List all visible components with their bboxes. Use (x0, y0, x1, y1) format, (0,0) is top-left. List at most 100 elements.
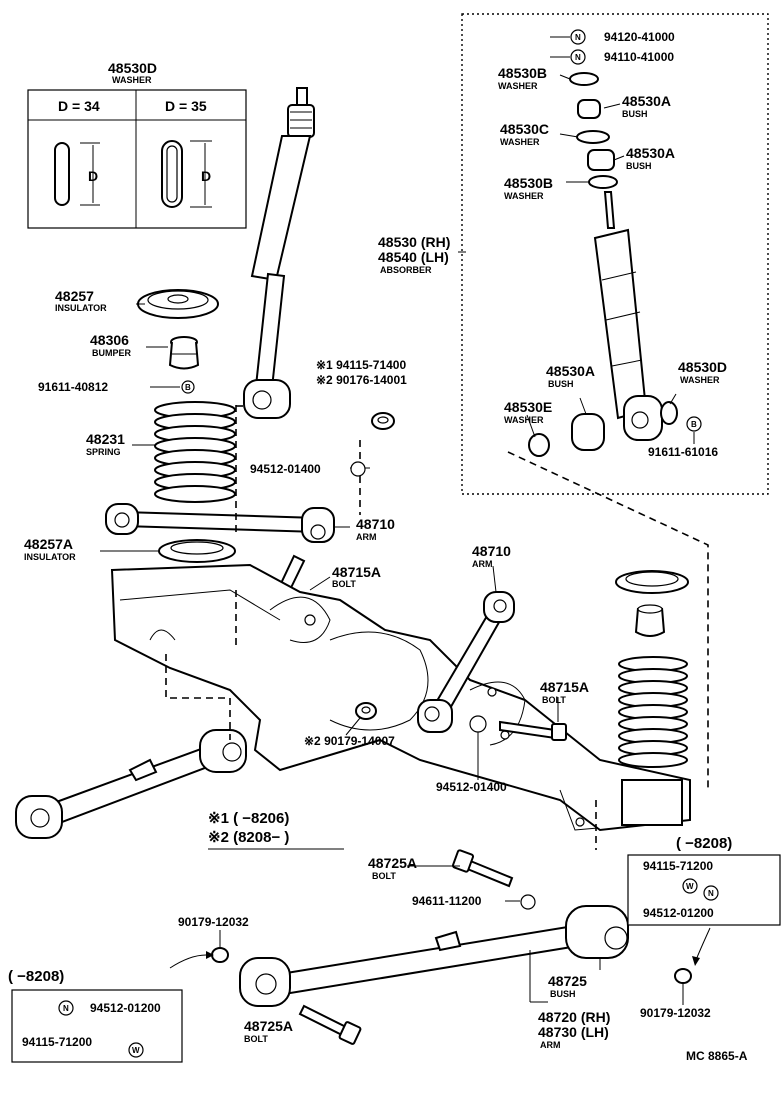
inset-absorber (528, 29, 702, 457)
label-insulator-top-name: INSULATOR (55, 303, 107, 313)
inset-washer-c-no: 48530C (500, 121, 549, 137)
bolt-b-letter: B (185, 383, 191, 392)
coil-spring-left (154, 401, 236, 503)
coil-spring-right (615, 570, 689, 768)
label-bush-48725-no: 48725 (548, 973, 587, 989)
box-right-w: W (686, 882, 694, 891)
washer-94611 (520, 894, 536, 910)
inset-absorber-rh: 48530 (RH) (378, 234, 450, 250)
label-bush-48725-name: BUSH (550, 989, 576, 999)
inset-bush-a1-name: BUSH (622, 109, 648, 119)
footer-code: MC 8865-A (686, 1049, 748, 1063)
label-nut-90179-12032-right: 90179-12032 (640, 1006, 711, 1020)
inset-bush-a3-no: 48530A (546, 363, 595, 379)
inset-washer-c-name: WASHER (500, 137, 540, 147)
table-header-d35: D = 35 (165, 98, 207, 114)
nut-90179-12032-left (211, 947, 229, 963)
inset-bush-a2-name: BUSH (626, 161, 652, 171)
note-2: ※2 (8208− ) (208, 829, 289, 846)
label-arm-low-name: ARM (540, 1040, 561, 1050)
washer-table-part-name: WASHER (112, 75, 152, 85)
washer-dimension-table: 48530D WASHER D = 34 D = 35 D D (27, 60, 247, 229)
box-right-range: ( −8208) (676, 835, 732, 852)
bolt-b-symbol-left (181, 380, 195, 394)
shock-absorber-main (243, 87, 315, 419)
label-washer-94512: 94512-01400 (250, 462, 321, 476)
upper-control-arm-right (417, 591, 515, 733)
bolt-48725a-lower (298, 1004, 362, 1045)
bolt-48725a-upper (451, 849, 514, 888)
label-arm-right-no: 48710 (472, 543, 511, 559)
label-spring-name: SPRING (86, 447, 121, 457)
label-bolt-91611: 91611-40812 (38, 380, 108, 394)
upper-control-arm-left (105, 503, 335, 543)
box-right-p1: 94115-71200 (643, 859, 713, 873)
label-bolt-48725a-name: BOLT (372, 871, 396, 881)
washer-w-symbol (350, 461, 366, 477)
label-spring-no: 48231 (86, 431, 125, 447)
inset-washer-b1-name: WASHER (498, 81, 538, 91)
box-left (11, 989, 183, 1063)
bolt-48715a-right (499, 720, 567, 741)
label-bolt-right-name: BOLT (542, 695, 566, 705)
label-bolt-48725a-no: 48725A (368, 855, 417, 871)
dim-d-right: D (201, 168, 211, 184)
inset-bush-a1-no: 48530A (622, 93, 671, 109)
label-insulator-low-no: 48257A (24, 536, 73, 552)
washer-table-part-no: 48530D (108, 60, 157, 76)
box-left-w: W (132, 1046, 140, 1055)
label-washer-94512-b: 94512-01400 (436, 780, 507, 794)
nut-upper-shock (371, 412, 395, 430)
label-bolt-48725a-low-name: BOLT (244, 1034, 268, 1044)
washer-w-right-arm (469, 715, 487, 733)
absorber-detail-inset (461, 13, 769, 495)
box-right (627, 854, 781, 926)
label-bumper-no: 48306 (90, 332, 129, 348)
rear-axle-housing (110, 563, 691, 832)
box-left-p1: 94512-01200 (90, 1001, 161, 1015)
label-nut1-line2: ※2 90176-14001 (316, 373, 407, 387)
nut-90179-14007 (355, 702, 377, 720)
box-left-range: ( −8208) (8, 968, 64, 985)
label-nut-90179-12032-left: 90179-12032 (178, 915, 249, 929)
label-nut1-line1: ※1 94115-71400 (316, 358, 406, 372)
label-washer-94611: 94611-11200 (412, 894, 482, 908)
inset-absorber-name: ABSORBER (380, 265, 432, 275)
label-arm-upper-name: ARM (356, 532, 377, 542)
label-bumper-name: BUMPER (92, 348, 132, 358)
box-left-p2: 94115-71200 (22, 1035, 92, 1049)
inset-absorber-lh: 48540 (LH) (378, 249, 449, 265)
label-bolt-48725a-low-no: 48725A (244, 1018, 293, 1034)
label-bolt-a-name: BOLT (332, 579, 356, 589)
label-insulator-top-no: 48257 (55, 288, 94, 304)
label-bolt-a-no: 48715A (332, 564, 381, 580)
label-arm-low-rh: 48720 (RH) (538, 1009, 610, 1025)
insulator-top (137, 289, 219, 319)
table-header-d34: D = 34 (58, 98, 100, 114)
inset-washer-e-no: 48530E (504, 399, 552, 415)
label-arm-low-lh: 48730 (LH) (538, 1024, 609, 1040)
inset-washer-b1-no: 48530B (498, 65, 547, 81)
label-arm-right-name: ARM (472, 559, 493, 569)
label-nut-90179-14007: ※2 90179-14007 (304, 734, 395, 748)
inset-b-symbol: B (691, 420, 697, 429)
inset-bush-a3-name: BUSH (548, 379, 574, 389)
inset-washer-e-name: WASHER (504, 415, 544, 425)
box-left-n: N (63, 1004, 69, 1013)
inset-washer-b2-no: 48530B (504, 175, 553, 191)
label-insulator-low-name: INSULATOR (24, 552, 76, 562)
note-1: ※1 ( −8206) (208, 810, 289, 827)
bumper (168, 336, 200, 370)
nut-90179-12032-right (674, 968, 692, 984)
lower-control-arm-right (239, 905, 629, 1007)
inset-washer-b2-name: WASHER (504, 191, 544, 201)
inset-nut-n2: 94110-41000 (604, 50, 674, 64)
box-right-n: N (708, 889, 714, 898)
inset-bolt-91611-61016: 91611-61016 (648, 445, 718, 459)
lower-control-arm-left (15, 729, 247, 839)
inset-washer-d-name: WASHER (680, 375, 720, 385)
inset-bush-a2-no: 48530A (626, 145, 675, 161)
inset-n-symbol-1: N (575, 33, 581, 42)
label-bolt-right-no: 48715A (540, 679, 589, 695)
